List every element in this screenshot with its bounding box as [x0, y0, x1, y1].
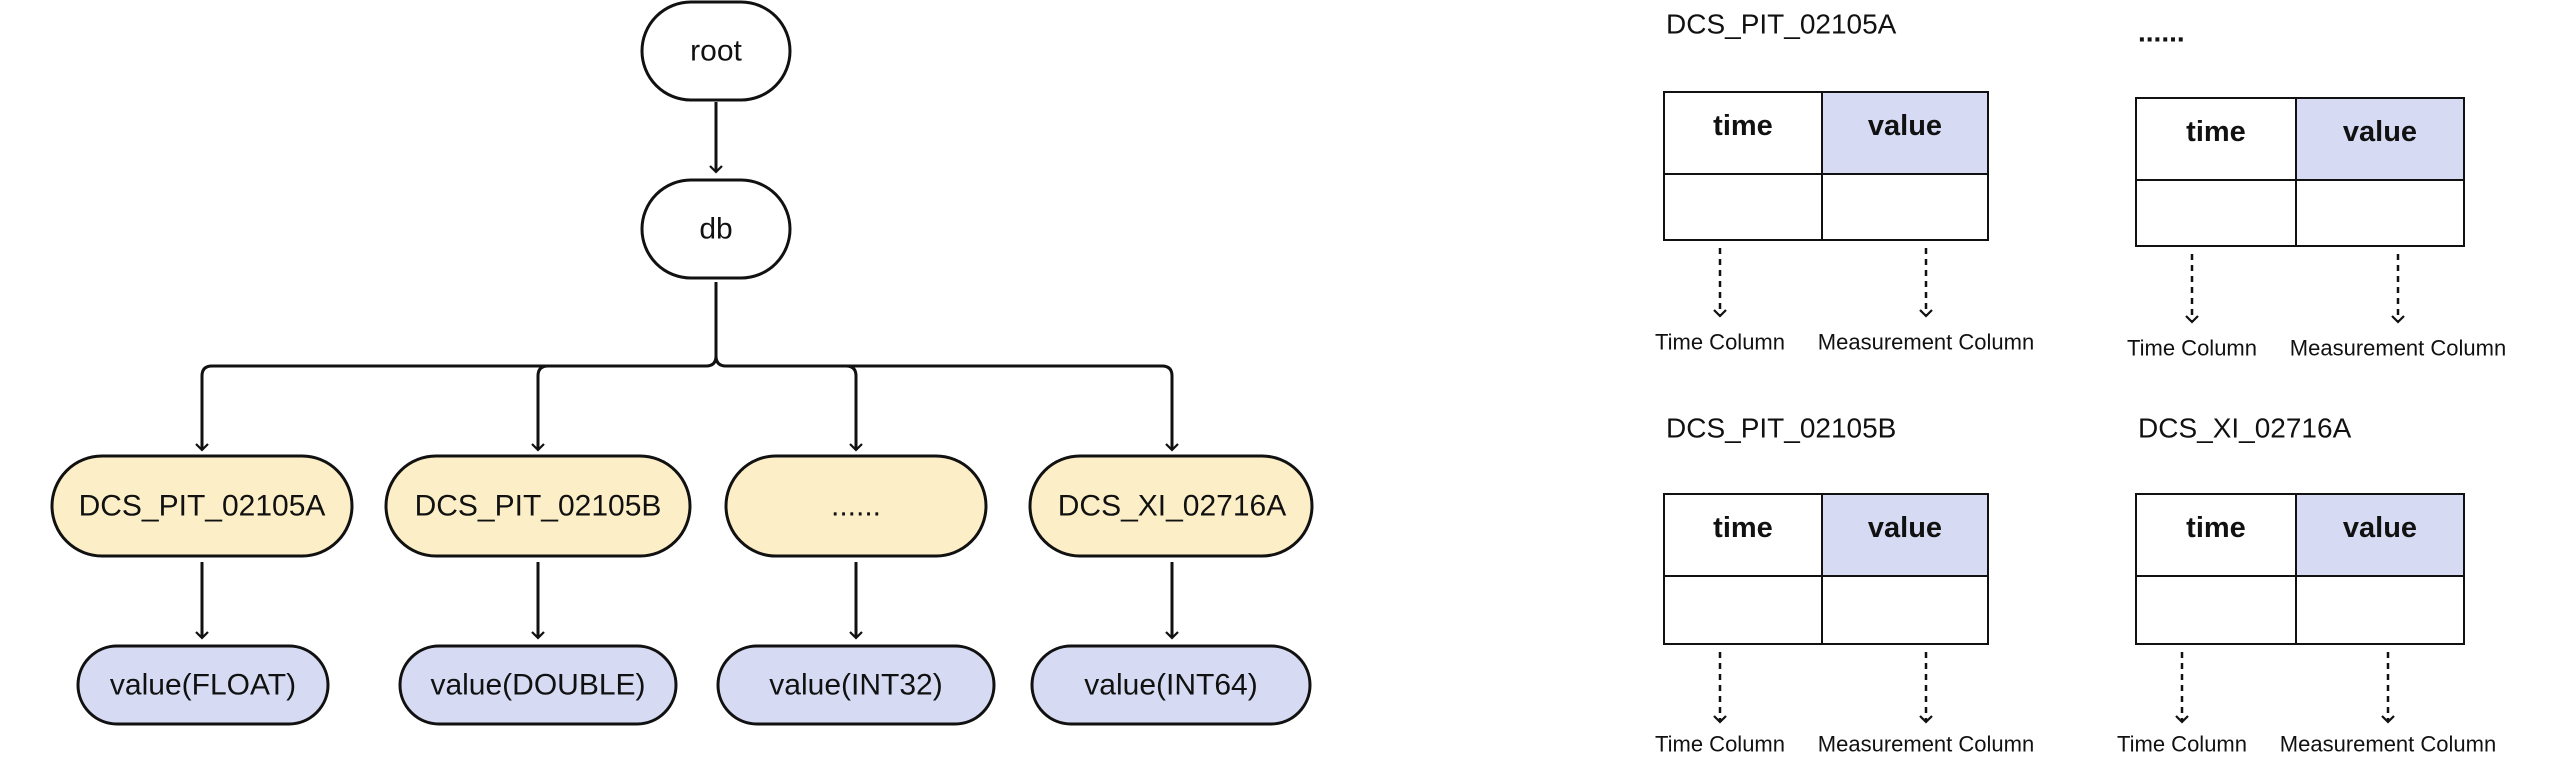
device-node-label: DCS_PIT_02105B: [415, 490, 662, 523]
value-header: value: [2343, 116, 2417, 148]
measurement-column-label: Measurement Column: [2280, 732, 2496, 757]
root-node: root: [640, 0, 792, 102]
measurement-node-label: value(DOUBLE): [430, 669, 645, 702]
table-block-3: DCS_PIT_02105B time value Time Column Me…: [1655, 413, 2034, 757]
db-node: db: [640, 178, 792, 280]
device-node: DCS_PIT_02105B: [384, 454, 692, 558]
measurement-node: value(FLOAT): [76, 644, 330, 726]
time-header: time: [1713, 110, 1773, 142]
db-branch-lines: [200, 282, 1174, 450]
table-title: DCS_PIT_02105A: [1666, 9, 1897, 40]
table-block-2: ...... time value Time Column Measuremen…: [2127, 17, 2506, 361]
measurement-node: value(INT64): [1030, 644, 1312, 726]
device-node-label: ......: [831, 490, 881, 523]
value-header: value: [1868, 110, 1942, 142]
time-header: time: [2186, 512, 2246, 544]
time-header: time: [1713, 512, 1773, 544]
db-node-label: db: [699, 213, 732, 246]
measurement-node: value(DOUBLE): [398, 644, 678, 726]
measurement-node-label: value(INT32): [769, 669, 942, 702]
time-header: time: [2186, 116, 2246, 148]
tree-connectors: [195, 102, 1179, 640]
time-column-label: Time Column: [1655, 330, 1785, 355]
device-node-label: DCS_PIT_02105A: [79, 490, 326, 523]
time-column-label: Time Column: [2117, 732, 2247, 757]
tree-diagram: root db DCS_PIT_02105A DCS_PIT_02105B ..…: [50, 0, 1314, 726]
time-column-label: Time Column: [2127, 336, 2257, 361]
table-title: DCS_PIT_02105B: [1666, 413, 1896, 444]
root-node-label: root: [690, 35, 742, 68]
measurement-column-label: Measurement Column: [1818, 732, 2034, 757]
measurement-column-label: Measurement Column: [2290, 336, 2506, 361]
table-block-4: DCS_XI_02716A time value Time Column Mea…: [2117, 413, 2496, 757]
table-title: ......: [2138, 17, 2185, 48]
measurement-column-label: Measurement Column: [1818, 330, 2034, 355]
table-title: DCS_XI_02716A: [2138, 413, 2352, 444]
time-column-label: Time Column: [1655, 732, 1785, 757]
device-node-label: DCS_XI_02716A: [1058, 490, 1287, 523]
value-header: value: [2343, 512, 2417, 544]
value-header: value: [1868, 512, 1942, 544]
measurement-node-label: value(INT64): [1084, 669, 1257, 702]
device-node: ......: [724, 454, 988, 558]
device-node: DCS_XI_02716A: [1028, 454, 1314, 558]
measurement-node: value(INT32): [716, 644, 996, 726]
measurement-node-label: value(FLOAT): [110, 669, 296, 702]
table-block-1: DCS_PIT_02105A time value Time Column Me…: [1655, 9, 2034, 355]
device-node: DCS_PIT_02105A: [50, 454, 354, 558]
